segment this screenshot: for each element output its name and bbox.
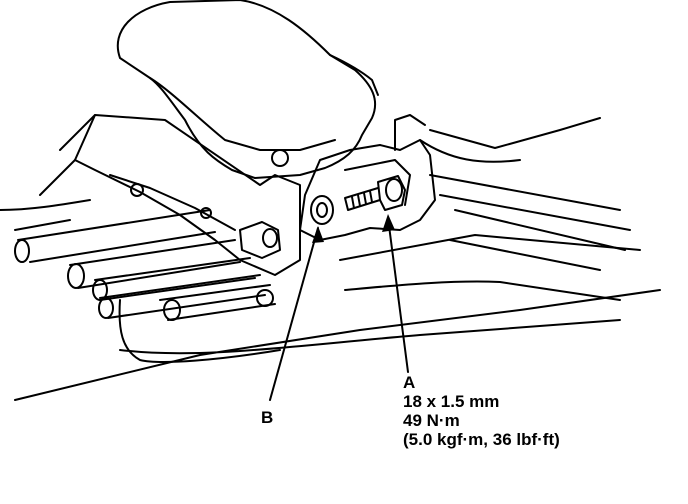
pipe-lower-a <box>94 257 256 301</box>
pipe-upper-end <box>14 239 30 263</box>
bracket-plate <box>74 114 301 276</box>
arrowhead-b <box>312 226 324 243</box>
pipe-lower-b-end <box>98 297 114 319</box>
bracket-bolt-hole <box>130 183 144 197</box>
frame-bottom-sweep <box>14 289 661 401</box>
mount-bracket <box>299 139 436 241</box>
frame-left-rib <box>0 199 91 231</box>
callout-a-size: 18 x 1.5 mm <box>403 392 500 411</box>
upper-housing-flange <box>329 54 379 96</box>
callout-a-torque-alt: (5.0 kgf·m, 36 lbf·ft) <box>403 430 560 449</box>
callout-a-torque: 49 N·m <box>403 411 460 430</box>
callout-label-a: A 18 x 1.5 mm 49 N·m (5.0 kgf·m, 36 lbf·… <box>403 373 560 449</box>
bolt-a-head-face <box>385 178 403 202</box>
bushing <box>239 221 281 259</box>
frame-right-rail <box>429 174 631 271</box>
pipe-lower-a-end <box>92 279 108 301</box>
frame-lower-rail <box>339 234 641 301</box>
bracket-hole-upper <box>271 149 289 167</box>
callout-a-letter: A <box>403 373 416 392</box>
pipe-upper <box>17 209 216 263</box>
callout-label-b: B <box>261 408 274 427</box>
frame-bottom-edge <box>118 299 281 363</box>
bushing-hole <box>262 228 278 248</box>
leader-line-a <box>387 217 409 373</box>
drain-plug <box>256 289 274 307</box>
upper-housing-outline <box>117 0 377 179</box>
bolt-a-shank <box>344 187 381 211</box>
pipe-lower-c <box>159 284 276 321</box>
bracket-hole-mid <box>200 207 212 219</box>
pipe-mid-end <box>67 263 85 289</box>
mount-bracket-inner <box>344 159 411 206</box>
washer-b <box>310 195 334 225</box>
washer-b-hole <box>316 202 328 218</box>
bracket-plate-edge <box>39 114 96 196</box>
upper-housing-rib <box>149 77 336 151</box>
bolt-a-thread <box>351 190 373 209</box>
pipe-lower-b <box>99 274 266 319</box>
bolt-a-head <box>377 175 406 211</box>
bracket-plate-inner <box>109 174 236 231</box>
frame-top-rail <box>419 117 601 163</box>
leader-line-b <box>269 227 319 401</box>
mount-bracket-side <box>394 114 426 151</box>
arrowhead-a <box>382 214 395 232</box>
pipe-lower-c-end <box>163 299 181 321</box>
